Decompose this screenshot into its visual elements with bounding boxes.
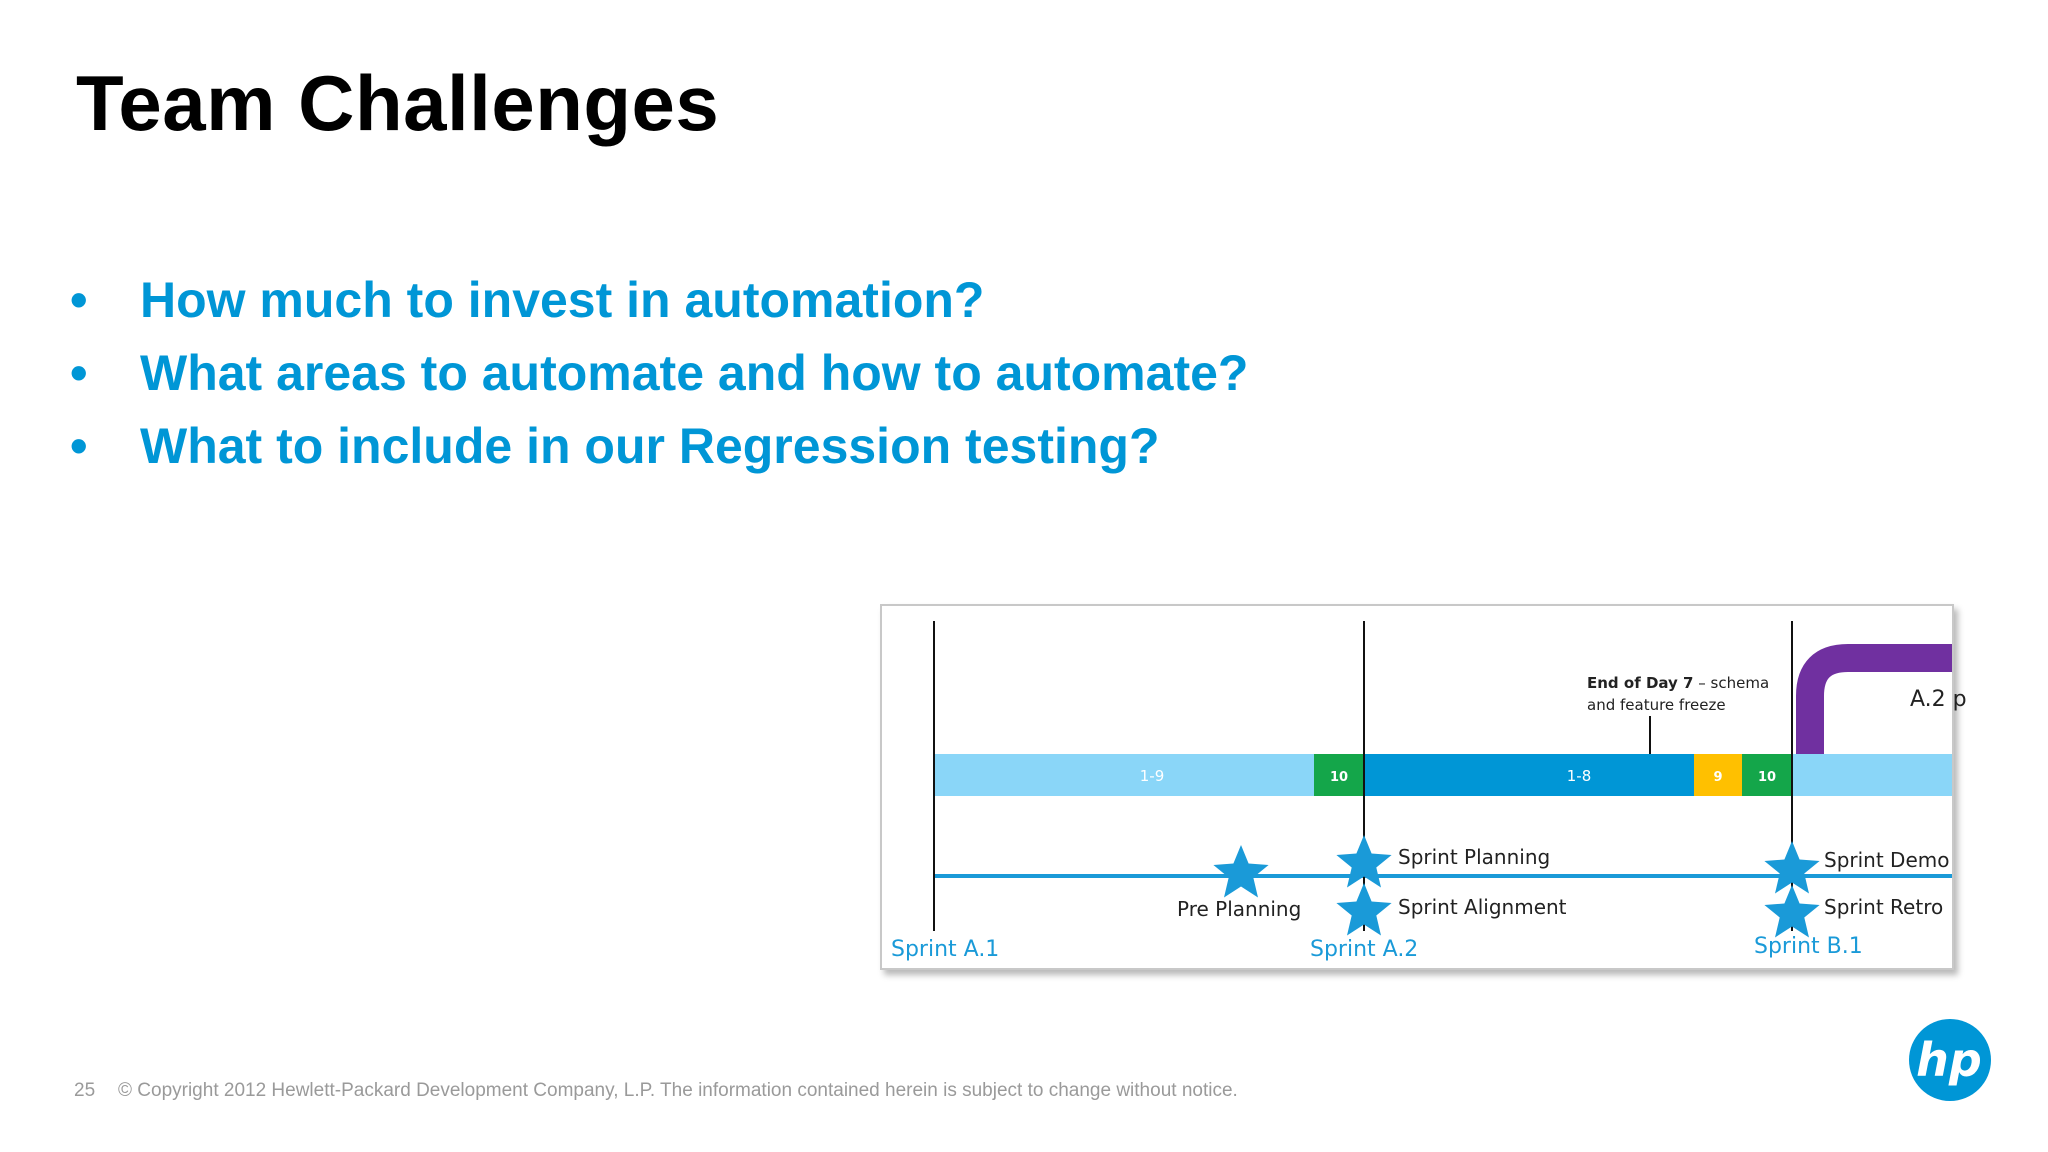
segment-a1-day10	[1314, 754, 1364, 796]
freeze-annotation-rest: – schema	[1694, 674, 1770, 692]
segment-a2-days-label: 1-8	[1567, 767, 1592, 785]
segment-a1-days-label: 1-9	[1140, 767, 1165, 785]
freeze-annotation-line2: and feature freeze	[1587, 696, 1726, 714]
segment-a2-days	[1364, 754, 1694, 796]
sprint-alignment-label: Sprint Alignment	[1398, 895, 1567, 919]
pre-planning-star-icon	[1213, 845, 1269, 898]
segment-b1	[1792, 754, 1952, 796]
hp-logo-text: hp	[1916, 1033, 1982, 1087]
slide-title: Team Challenges	[76, 59, 720, 147]
timeline-svg: A.2 p End of Day 7 – schema and feature …	[891, 621, 1967, 962]
copyright-notice: © Copyright 2012 Hewlett-Packard Develop…	[118, 1080, 1238, 1101]
sprint-planning-label: Sprint Planning	[1398, 845, 1550, 869]
hp-logo-circle	[1909, 1019, 1991, 1101]
page-number: 25	[74, 1080, 96, 1101]
segment-a1-day10-label: 10	[1330, 770, 1348, 785]
slide-footer: 25 © Copyright 2012 Hewlett-Packard Devel…	[74, 1080, 1238, 1102]
bullet-marker: •	[70, 272, 88, 328]
sprint-retro-label: Sprint Retro	[1824, 895, 1943, 919]
sprint-b1-label: Sprint B.1	[1754, 934, 1863, 959]
next-phase-label: A.2 p	[1910, 687, 1967, 712]
segment-a2-day10-label: 10	[1758, 770, 1776, 785]
freeze-annotation-bold: End of Day 7	[1587, 674, 1694, 692]
sprint-a2-label: Sprint A.2	[1310, 937, 1418, 962]
bullet-marker: •	[70, 418, 88, 474]
freeze-annotation: End of Day 7 – schema	[1587, 674, 1769, 692]
next-phase-bar	[1796, 644, 1952, 754]
sprint-timeline-diagram: A.2 p End of Day 7 – schema and feature …	[880, 604, 1967, 970]
bullet-marker: •	[70, 345, 88, 401]
segment-a1-days	[934, 754, 1314, 796]
segment-a2-day9	[1694, 754, 1742, 796]
sprint-demo-label: Sprint Demo	[1824, 848, 1949, 872]
pre-planning-label: Pre Planning	[1177, 897, 1301, 921]
segment-a2-day9-label: 9	[1713, 770, 1722, 785]
bullet-text: What to include in our Regression testin…	[140, 418, 1160, 474]
sprint-a1-label: Sprint A.1	[891, 937, 999, 962]
segment-a2-day10	[1742, 754, 1792, 796]
bullet-text: What areas to automate and how to automa…	[140, 345, 1249, 401]
bullet-text: How much to invest in automation?	[140, 272, 985, 328]
hp-logo-icon: hp	[1909, 1019, 1991, 1101]
